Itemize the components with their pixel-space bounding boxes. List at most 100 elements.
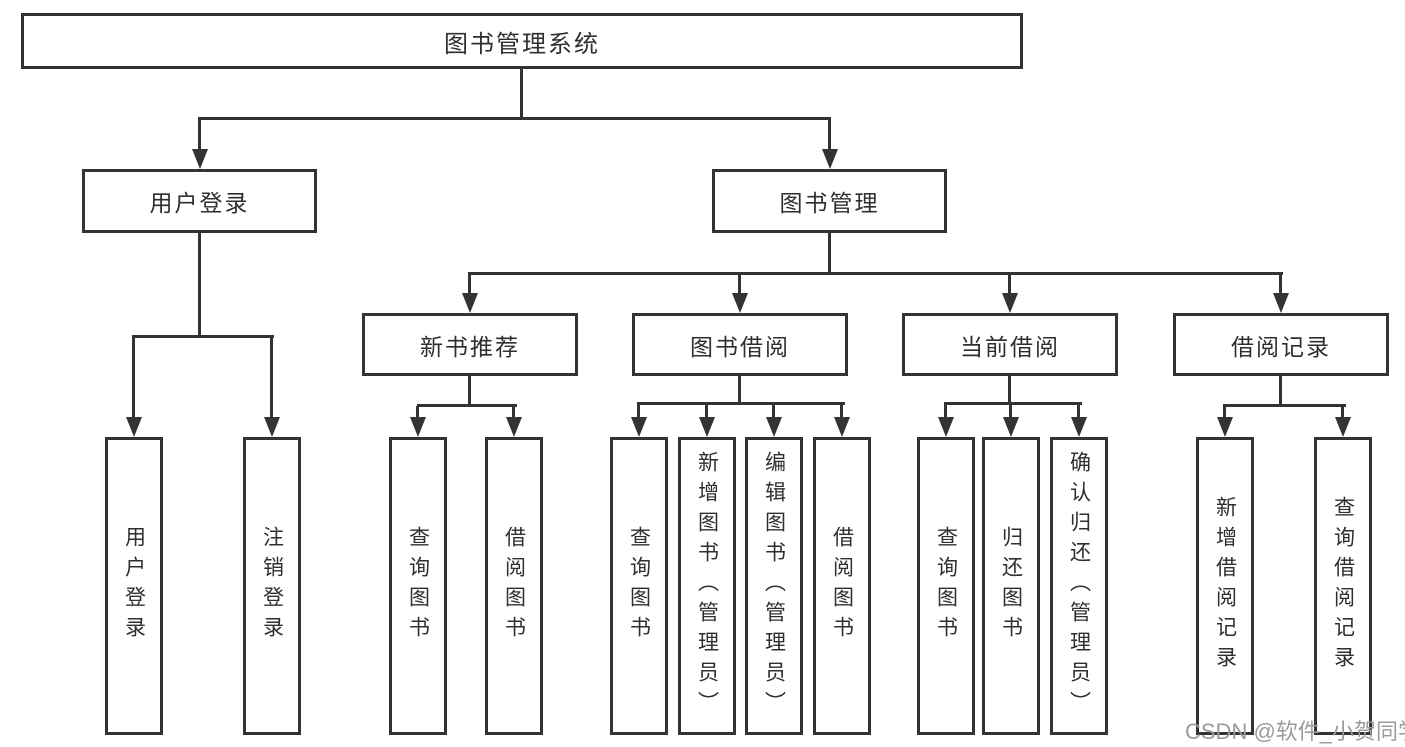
- connector-arrow: [264, 336, 280, 437]
- node-label: 借阅图书: [830, 526, 854, 646]
- connector-arrow: [1217, 406, 1233, 437]
- node-label: 用户登录: [122, 526, 146, 646]
- arrow-head-icon: [699, 417, 715, 437]
- connector-arrow: [631, 404, 647, 437]
- arrow-shaft: [270, 336, 273, 419]
- arrow-shaft: [1009, 404, 1012, 419]
- connector-line: [132, 335, 274, 338]
- connector-arrow: [1071, 404, 1087, 437]
- connector-line: [637, 402, 845, 405]
- node-label: 新增借阅记录: [1213, 496, 1237, 676]
- connector-line: [198, 232, 201, 337]
- arrow-shaft: [416, 406, 419, 419]
- node-label: 新书推荐: [420, 333, 520, 360]
- connector-arrow: [1002, 274, 1018, 313]
- connector-line: [520, 68, 523, 119]
- node-label: 借阅图书: [502, 526, 526, 646]
- node-label: 注销登录: [260, 526, 284, 646]
- arrow-shaft: [772, 404, 775, 419]
- arrow-shaft: [637, 404, 640, 419]
- arrow-head-icon: [1003, 417, 1019, 437]
- node-label: 确认归还（管理员）: [1067, 451, 1091, 721]
- connector-line: [468, 272, 1283, 275]
- connector-arrow: [192, 119, 208, 169]
- arrow-head-icon: [938, 417, 954, 437]
- arrow-shaft: [738, 274, 741, 295]
- arrow-head-icon: [1217, 417, 1233, 437]
- connector-line: [828, 232, 831, 275]
- arrow-shaft: [132, 336, 135, 419]
- node-query-books: 查询图书: [389, 437, 447, 735]
- node-book-borrowing: 图书借阅: [632, 313, 848, 376]
- arrow-head-icon: [126, 417, 142, 437]
- arrow-shaft: [468, 274, 471, 295]
- arrow-head-icon: [1002, 293, 1018, 313]
- node-borrowing-records: 借阅记录: [1173, 313, 1389, 376]
- arrow-head-icon: [462, 293, 478, 313]
- arrow-shaft: [1279, 274, 1282, 295]
- arrow-shaft: [828, 119, 831, 151]
- connector-arrow: [938, 404, 954, 437]
- connector-line: [944, 402, 1082, 405]
- node-label: 查询图书: [934, 526, 958, 646]
- arrow-head-icon: [766, 417, 782, 437]
- node-logout: 注销登录: [243, 437, 301, 735]
- node-book-management-system: 图书管理系统: [21, 13, 1023, 69]
- node-query-books: 查询图书: [610, 437, 668, 735]
- node-label: 用户登录: [149, 190, 250, 216]
- node-label: 查询图书: [627, 526, 651, 646]
- arrow-head-icon: [264, 417, 280, 437]
- node-label: 查询借阅记录: [1331, 496, 1355, 676]
- node-borrow-books: 借阅图书: [813, 437, 871, 735]
- arrow-head-icon: [1335, 417, 1351, 437]
- connector-arrow: [462, 274, 478, 313]
- arrow-shaft: [198, 119, 201, 151]
- node-label: 编辑图书（管理员）: [762, 451, 786, 721]
- node-confirm-return-admin: 确认归还（管理员）: [1050, 437, 1108, 735]
- connector-arrow: [126, 336, 142, 437]
- connector-arrow: [410, 406, 426, 437]
- arrow-shaft: [840, 404, 843, 419]
- arrow-shaft: [512, 406, 515, 419]
- node-add-borrow-record: 新增借阅记录: [1196, 437, 1254, 735]
- node-user-login-leaf: 用户登录: [105, 437, 163, 735]
- node-label: 图书借阅: [690, 333, 790, 360]
- node-user-login: 用户登录: [82, 169, 317, 233]
- arrow-head-icon: [410, 417, 426, 437]
- csdn-watermark: CSDN @软件_小贺同学: [1185, 719, 1405, 744]
- node-label: 图书管理系统: [444, 30, 600, 58]
- arrow-shaft: [705, 404, 708, 419]
- connector-arrow: [1003, 404, 1019, 437]
- connector-line: [738, 375, 741, 404]
- connector-arrow: [506, 406, 522, 437]
- node-borrow-books: 借阅图书: [485, 437, 543, 735]
- arrow-head-icon: [834, 417, 850, 437]
- arrow-shaft: [1341, 406, 1344, 419]
- connector-arrow: [822, 119, 838, 169]
- node-label: 图书管理: [779, 190, 880, 216]
- arrow-head-icon: [1071, 417, 1087, 437]
- node-edit-books-admin: 编辑图书（管理员）: [745, 437, 803, 735]
- connector-arrow: [732, 274, 748, 313]
- node-query-books: 查询图书: [917, 437, 975, 735]
- connector-line: [1279, 376, 1282, 406]
- connector-arrow: [834, 404, 850, 437]
- connector-line: [1223, 404, 1346, 407]
- connector-line: [417, 404, 517, 407]
- arrow-shaft: [944, 404, 947, 419]
- connector-arrow: [699, 404, 715, 437]
- arrow-shaft: [1077, 404, 1080, 419]
- arrow-head-icon: [192, 149, 208, 169]
- node-add-books-admin: 新增图书（管理员）: [678, 437, 736, 735]
- connector-arrow: [1273, 274, 1289, 313]
- node-new-book-recommendation: 新书推荐: [362, 313, 578, 376]
- node-current-borrowing: 当前借阅: [902, 313, 1118, 376]
- connector-arrow: [1335, 406, 1351, 437]
- connector-arrow: [766, 404, 782, 437]
- node-label: 查询图书: [406, 526, 430, 646]
- connector-line: [468, 375, 471, 406]
- node-label: 归还图书: [999, 526, 1023, 646]
- arrow-shaft: [1008, 274, 1011, 295]
- connector-line: [1008, 375, 1011, 404]
